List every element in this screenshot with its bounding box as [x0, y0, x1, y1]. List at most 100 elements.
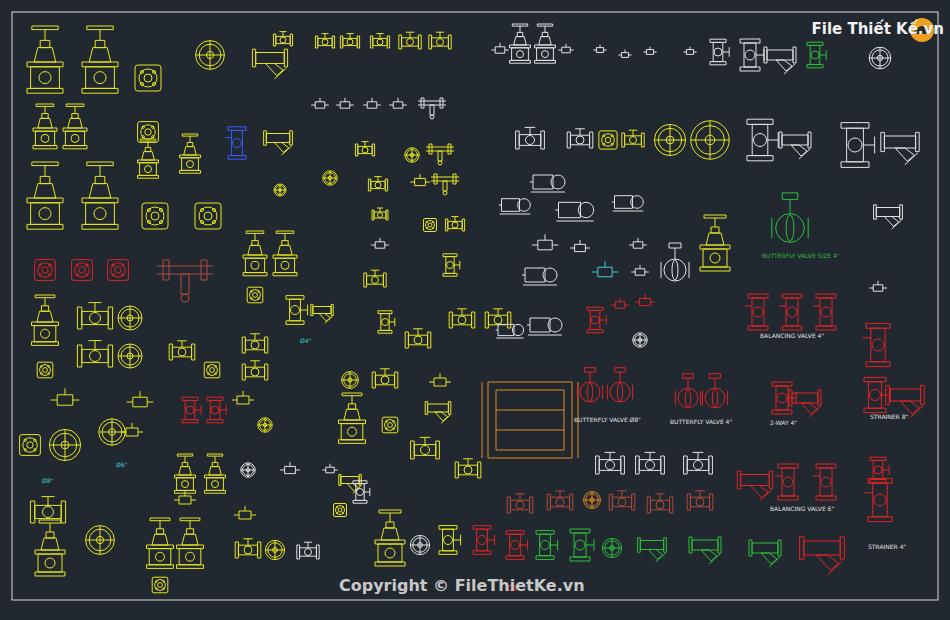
logo-text: File Thiết Kế.vn — [812, 21, 945, 38]
symbol-stroke — [516, 131, 520, 149]
symbol-stroke — [42, 114, 48, 119]
symbol-stroke — [723, 52, 729, 53]
face-valve-symbol — [152, 577, 168, 593]
inline-valve-symbol — [364, 270, 386, 287]
symbol-stroke — [496, 430, 564, 431]
symbol-stroke — [186, 552, 195, 561]
symbol-stroke — [451, 216, 458, 217]
symbol-stroke — [186, 406, 194, 414]
symbol-stroke — [636, 456, 640, 474]
vert-valve-symbol — [587, 307, 606, 333]
symbol-stroke — [418, 101, 446, 102]
bal-valve-symbol — [813, 294, 836, 330]
symbol-stroke — [700, 267, 730, 271]
small-valve-symbol — [429, 373, 451, 386]
symbol-stroke — [752, 124, 768, 155]
butterfly-valve-symbol — [607, 368, 632, 402]
symbol-stroke — [31, 67, 60, 89]
symbol-stroke — [41, 373, 43, 375]
symbol-stroke — [336, 105, 340, 106]
symbol-stroke — [453, 174, 456, 184]
symbol-stroke — [820, 298, 832, 326]
symbol-stroke — [580, 129, 581, 135]
symbol-stroke — [498, 309, 499, 315]
symbol-stroke — [65, 131, 84, 145]
valve-label: Ø8" — [42, 478, 53, 485]
ystr-valve-symbol — [789, 390, 821, 417]
symbol-stroke — [152, 577, 168, 593]
symbol-stroke — [889, 389, 920, 401]
symbol-stroke — [343, 38, 357, 45]
symbol-stroke — [385, 548, 395, 558]
symbol-stroke — [318, 38, 332, 45]
symbol-stroke — [377, 39, 383, 45]
symbol-stroke — [121, 347, 139, 365]
symbol-stroke — [336, 506, 345, 515]
symbol-stroke — [278, 245, 292, 255]
symbol-stroke — [291, 306, 300, 315]
symbol-stroke — [237, 396, 249, 404]
symbol-stroke — [215, 366, 217, 368]
symbol-stroke — [740, 39, 760, 43]
symbol-stroke — [344, 409, 360, 420]
symbol-stroke — [182, 134, 197, 136]
symbol-stroke — [204, 362, 220, 378]
face-valve-symbol — [35, 260, 56, 281]
small-valve-symbol — [558, 44, 573, 53]
symbol-stroke — [145, 166, 152, 173]
symbol-stroke — [45, 298, 46, 306]
symbol-stroke — [420, 437, 431, 438]
symbol-stroke — [538, 240, 552, 250]
symbol-stroke — [393, 421, 395, 423]
symbol-stroke — [375, 182, 381, 188]
symbol-stroke — [177, 545, 204, 549]
symbol-stroke — [426, 147, 454, 148]
vert-valve-symbol — [740, 39, 764, 71]
symbol-stroke — [463, 458, 473, 459]
symbol-stroke — [48, 366, 50, 368]
gate-valve-symbol — [82, 26, 118, 93]
symbol-stroke — [378, 544, 402, 562]
ystr-valve-symbol — [737, 471, 772, 501]
symbol-stroke — [570, 529, 590, 533]
symbol-stroke — [635, 269, 645, 275]
symbol-stroke — [311, 105, 315, 106]
symbol-stroke — [518, 199, 531, 212]
symbol-stroke — [873, 285, 883, 291]
symbol-stroke — [584, 492, 601, 509]
symbol-stroke — [41, 306, 48, 311]
symbol-stroke — [752, 543, 778, 553]
symbol-stroke — [883, 470, 889, 471]
symbol-stroke — [71, 134, 79, 142]
symbol-stroke — [586, 545, 594, 546]
symbol-stroke — [496, 390, 564, 450]
vert-valve-symbol — [353, 481, 370, 503]
symbol-stroke — [150, 518, 170, 521]
inline-valve-symbol — [169, 341, 195, 360]
symbol-stroke — [510, 500, 529, 510]
symbol-stroke — [688, 378, 689, 388]
symbol-stroke — [149, 549, 171, 565]
symbol-stroke — [640, 298, 651, 305]
symbol-stroke — [23, 438, 37, 452]
symbol-stroke — [36, 104, 54, 106]
face-valve-symbol — [334, 504, 347, 517]
manifold-valve-symbol — [157, 260, 213, 302]
symbol-stroke — [187, 142, 193, 146]
symbol-stroke — [611, 143, 613, 145]
vert-valve-symbol — [710, 39, 729, 65]
symbol-stroke — [139, 69, 157, 87]
symbol-stroke — [376, 33, 383, 34]
symbol-stroke — [86, 274, 88, 276]
face-valve-symbol — [382, 417, 398, 433]
symbol-stroke — [779, 306, 786, 307]
symbol-stroke — [87, 162, 113, 166]
symbol-stroke — [295, 470, 300, 471]
symbol-stroke — [35, 131, 54, 145]
vert-valve-symbol — [747, 119, 778, 161]
symbol-stroke — [473, 551, 491, 555]
symbol-stroke — [444, 536, 453, 545]
symbol-stroke — [232, 400, 237, 401]
symbol-stroke — [542, 32, 548, 36]
